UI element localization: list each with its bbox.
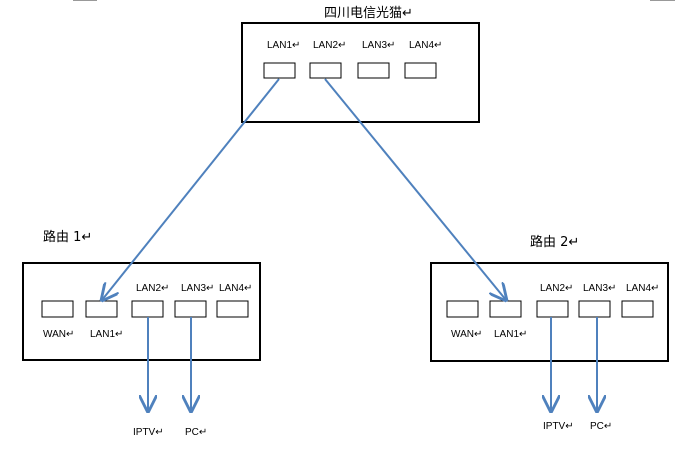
router1-port-label-lan1: LAN1↵ <box>90 329 123 340</box>
router1-port-label-lan3: LAN3↵ <box>181 283 214 294</box>
modem-port-label-lan2: LAN2↵ <box>313 40 346 51</box>
router2-title: 路由 2↵ <box>530 234 579 250</box>
router1-port-lan1 <box>85 300 118 318</box>
link-modem-lan1-to-router1-lan1-arrow <box>102 78 280 300</box>
modem-port-lan4 <box>404 62 437 79</box>
router1-port-wan <box>41 300 74 318</box>
router2-device-pc: PC↵ <box>590 421 612 432</box>
router2-port-lan2 <box>536 300 569 318</box>
router1-port-label-wan: WAN↵ <box>43 329 74 340</box>
router1-port-lan3 <box>174 300 207 318</box>
router1-box <box>22 262 261 361</box>
router1-port-lan4 <box>216 300 249 318</box>
router1-port-lan2 <box>131 300 164 318</box>
router1-device-iptv: IPTV↵ <box>133 427 164 438</box>
router2-port-label-lan4: LAN4↵ <box>626 283 659 294</box>
router1-port-label-lan4: LAN4↵ <box>219 283 252 294</box>
modem-port-lan3 <box>357 62 390 79</box>
modem-port-label-lan3: LAN3↵ <box>362 40 395 51</box>
router2-port-label-wan: WAN↵ <box>451 329 482 340</box>
router2-box <box>430 262 669 362</box>
router2-port-wan <box>446 300 479 318</box>
router2-port-lan3 <box>578 300 611 318</box>
router1-port-label-lan2: LAN2↵ <box>136 283 169 294</box>
router2-port-label-lan3: LAN3↵ <box>583 283 616 294</box>
router2-port-lan1 <box>489 300 522 318</box>
router1-device-pc: PC↵ <box>185 427 207 438</box>
router2-port-label-lan1: LAN1↵ <box>494 329 527 340</box>
modem-port-label-lan4: LAN4↵ <box>409 40 442 51</box>
router2-port-label-lan2: LAN2↵ <box>540 283 573 294</box>
router2-port-lan4 <box>621 300 654 318</box>
modem-title: 四川电信光猫↵ <box>324 6 413 21</box>
modem-port-lan2 <box>309 62 342 79</box>
modem-port-lan1 <box>263 62 296 79</box>
router1-title: 路由 1↵ <box>43 229 92 245</box>
router2-device-iptv: IPTV↵ <box>543 421 574 432</box>
modem-port-label-lan1: LAN1↵ <box>267 40 300 51</box>
link-modem-lan2-to-router2-lan1-arrow <box>324 78 506 300</box>
